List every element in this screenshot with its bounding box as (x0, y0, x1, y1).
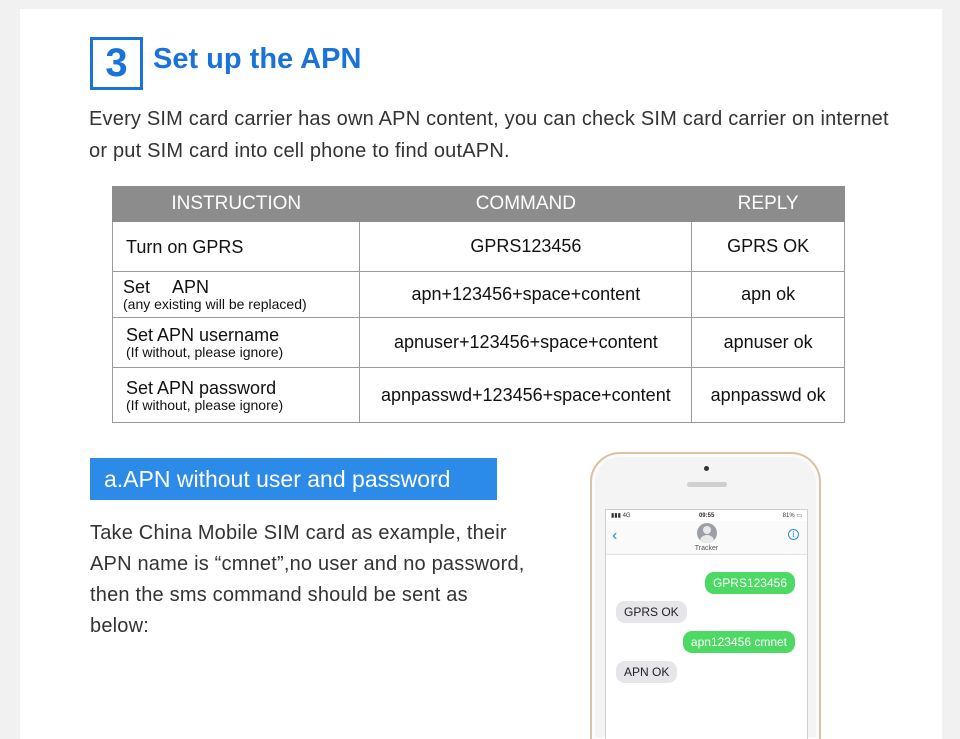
step-title: Set up the APN (153, 43, 362, 75)
instruction-text: Set (123, 277, 151, 297)
message-bubble: GPRS123456 (704, 572, 795, 594)
contact-avatar[interactable] (697, 523, 717, 543)
instruction-text: APN (172, 277, 210, 297)
table-row: Set APN password (If without, please ign… (111, 367, 845, 423)
section-heading: a.APN without user and password (90, 458, 497, 500)
header-command: COMMAND (359, 186, 693, 222)
conversation-header: ‹ Tracker i (606, 521, 807, 555)
phone-screen: ▮▮▮ 4G 09:55 81% ▭ ‹ Tracker i GPRS12345… (605, 509, 808, 739)
signal-icon: ▮▮▮ (611, 513, 621, 519)
content-card: 3 Set up the APN Every SIM card carrier … (20, 9, 942, 739)
contact-name: Tracker (694, 545, 719, 552)
table-row: Turn on GPRS GPRS123456 GPRS OK (111, 221, 845, 272)
message-bubble: GPRS OK (616, 601, 687, 623)
table-row: Set APN (any existing will be replaced) a… (111, 271, 845, 318)
network-label: 4G (622, 513, 631, 519)
camera-icon (704, 466, 709, 471)
status-bar: ▮▮▮ 4G 09:55 81% ▭ (606, 510, 807, 521)
intro-text: Every SIM card carrier has own APN conte… (89, 108, 889, 162)
table-header-row: INSTRUCTION COMMAND REPLY (111, 186, 845, 222)
instruction-note: (If without, please ignore) (126, 396, 284, 413)
command-cell: apn+123456+space+content (359, 271, 693, 318)
reply-cell: apn ok (691, 271, 845, 318)
step-number: 3 (90, 37, 143, 90)
instruction-text: Set APN password (126, 377, 277, 398)
message-bubble: APN OK (616, 661, 678, 683)
reply-cell: GPRS OK (691, 221, 845, 272)
clock: 09:55 (698, 512, 715, 519)
header-reply: REPLY (691, 186, 845, 222)
info-icon[interactable]: i (788, 529, 799, 540)
reply-cell: apnuser ok (691, 317, 845, 368)
command-cell: apnpasswd+123456+space+content (359, 367, 693, 423)
speaker-icon (687, 482, 727, 487)
instruction-text: Set APN username (126, 325, 280, 345)
command-cell: GPRS123456 (359, 221, 693, 272)
example-text: Take China Mobile SIM card as example, t… (90, 522, 525, 637)
header-instruction: INSTRUCTION (111, 186, 361, 222)
command-cell: apnuser+123456+space+content (359, 317, 693, 368)
command-table: INSTRUCTION COMMAND REPLY Turn on GPRS G… (111, 186, 845, 423)
table-row: Set APN username (If without, please ign… (111, 317, 845, 368)
reply-cell: apnpasswd ok (691, 367, 845, 423)
battery-percent: 81% (782, 513, 795, 519)
phone-mockup: ▮▮▮ 4G 09:55 81% ▭ ‹ Tracker i GPRS12345… (590, 452, 821, 739)
message-bubble: apn123456 cmnet (682, 631, 795, 653)
instruction-note: (If without, please ignore) (126, 344, 284, 360)
back-chevron-icon[interactable]: ‹ (612, 527, 618, 544)
instruction-text: Turn on GPRS (126, 236, 244, 257)
battery-icon: ▭ (796, 513, 802, 519)
instruction-note: (any existing will be replaced) (123, 296, 307, 312)
